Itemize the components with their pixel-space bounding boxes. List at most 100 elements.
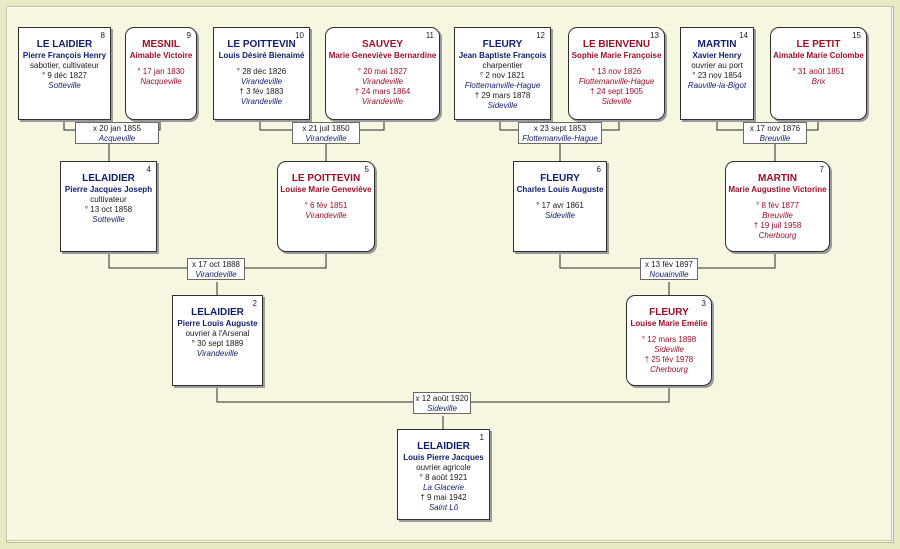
marriage-place: Acqueville — [98, 134, 136, 143]
person-number: 11 — [425, 31, 434, 40]
person-number: 4 — [146, 165, 151, 174]
birth-place: Virandeville — [240, 77, 283, 86]
birth-place: Virandeville — [305, 211, 347, 220]
person-number: 13 — [650, 31, 659, 40]
death-date: † 9 mai 1942 — [420, 493, 467, 502]
marriage-12-13[interactable]: x 23 sept 1853 Flottemanville-Hague — [518, 122, 602, 144]
death-date: † 24 sept 1905 — [590, 87, 643, 96]
marriage-date: x 12 août 1920 — [415, 394, 469, 403]
birth-place: Rauville-la-Bigot — [687, 81, 747, 90]
surname: LELAIDIER — [191, 307, 244, 318]
surname: SAUVEY — [361, 39, 404, 50]
death-place: Virandeville — [240, 97, 283, 106]
given-names: Louis Pierre Jacques — [403, 453, 484, 462]
given-names: Pierre Louis Auguste — [177, 319, 258, 328]
person-15[interactable]: 15 LE PETIT Aimable Marie Colombe ° 31 a… — [770, 27, 867, 120]
person-number: 12 — [536, 31, 545, 40]
marriage-date: x 17 nov 1876 — [749, 124, 801, 133]
birth-place: Brix — [811, 77, 826, 86]
death-place: Sideville — [487, 101, 518, 110]
person-number: 9 — [186, 31, 191, 40]
surname: FLEURY — [649, 307, 689, 318]
surname: MARTIN — [697, 39, 737, 50]
given-names: Louise Marie Geneviève — [280, 185, 372, 194]
person-number: 5 — [364, 165, 369, 174]
given-names: Aimable Victoire — [129, 51, 193, 60]
person-6[interactable]: 6 FLEURY Charles Louis Auguste ° 17 avr … — [513, 161, 607, 252]
marriage-date: x 17 oct 1888 — [191, 260, 241, 269]
person-7[interactable]: 7 MARTIN Marie Augustine Victorine ° 8 f… — [725, 161, 830, 252]
given-names: Pierre François Henry — [22, 51, 107, 60]
birth-place: Sideville — [545, 211, 575, 220]
marriage-14-15[interactable]: x 17 nov 1876 Breuville — [743, 122, 807, 144]
marriage-place: Virandeville — [305, 134, 347, 143]
birth-date: ° 31 août 1851 — [792, 67, 845, 76]
marriage-2-3[interactable]: x 12 août 1920 Sideville — [413, 392, 471, 414]
death-place: Cherbourg — [758, 231, 797, 240]
given-names: Charles Louis Auguste — [516, 185, 604, 194]
birth-place: Flottemanville-Hague — [464, 81, 541, 90]
person-4[interactable]: 4 LELAIDIER Pierre Jacques Joseph cultiv… — [60, 161, 157, 252]
given-names: Pierre Jacques Joseph — [64, 185, 153, 194]
marriage-10-11[interactable]: x 21 juil 1850 Virandeville — [292, 122, 360, 144]
death-date: † 3 fév 1883 — [239, 87, 284, 96]
given-names: Jean Baptiste François — [458, 51, 547, 60]
person-2[interactable]: 2 LELAIDIER Pierre Louis Auguste ouvrier… — [172, 295, 263, 386]
occupation: sabotier, cultivateur — [30, 61, 99, 70]
given-names: Marie Augustine Victorine — [728, 185, 827, 194]
marriage-date: x 21 juil 1850 — [302, 124, 350, 133]
person-1[interactable]: 1 LELAIDIER Louis Pierre Jacques ouvrier… — [397, 429, 490, 520]
death-date: † 25 fév 1978 — [644, 355, 694, 364]
person-3[interactable]: 3 FLEURY Louise Marie Emélie ° 12 mars 1… — [626, 295, 712, 386]
birth-date: ° 8 fév 1877 — [756, 201, 799, 210]
person-8[interactable]: 8 LE LAIDIER Pierre François Henry sabot… — [18, 27, 111, 120]
surname: LELAIDIER — [417, 441, 470, 452]
birth-place: Flottemanville-Hague — [578, 77, 655, 86]
marriage-8-9[interactable]: x 20 jan 1855 Acqueville — [75, 122, 159, 144]
birth-place: Nacqueville — [140, 77, 182, 86]
occupation: charpentier — [482, 61, 523, 70]
birth-place: Sotteville — [92, 215, 125, 224]
birth-date: ° 9 déc 1827 — [41, 71, 87, 80]
birth-date: ° 13 oct 1858 — [84, 205, 133, 214]
death-place: Sideville — [601, 97, 632, 106]
birth-date: ° 23 nov 1854 — [692, 71, 742, 80]
given-names: Louise Marie Emélie — [630, 319, 708, 328]
occupation: ouvrier agricole — [416, 463, 471, 472]
given-names: Aimable Marie Colombe — [773, 51, 864, 60]
surname: LE POITTEVIN — [291, 173, 361, 184]
surname: FLEURY — [540, 173, 580, 184]
death-place: Saint Lô — [428, 503, 459, 512]
marriage-6-7[interactable]: x 13 fév 1897 Nouainville — [640, 258, 698, 280]
surname: MESNIL — [142, 39, 180, 50]
birth-date: ° 28 déc 1826 — [236, 67, 287, 76]
given-names: Sophie Marie Françoise — [571, 51, 662, 60]
birth-date: ° 2 nov 1821 — [479, 71, 525, 80]
birth-place: Sideville — [654, 345, 684, 354]
surname: MARTIN — [758, 173, 797, 184]
death-date: † 29 mars 1878 — [474, 91, 531, 100]
marriage-date: x 20 jan 1855 — [92, 124, 142, 133]
person-number: 15 — [852, 31, 861, 40]
person-13[interactable]: 13 LE BIENVENU Sophie Marie Françoise ° … — [568, 27, 665, 120]
surname: LE LAIDIER — [36, 39, 93, 50]
birth-date: ° 8 août 1921 — [419, 473, 468, 482]
person-11[interactable]: 11 SAUVEY Marie Geneviève Bernardine ° 2… — [325, 27, 440, 120]
birth-place: La Glacerie — [423, 483, 464, 492]
surname: LELAIDIER — [82, 173, 135, 184]
birth-place: Breuville — [762, 211, 793, 220]
marriage-4-5[interactable]: x 17 oct 1888 Virandeville — [187, 258, 245, 280]
person-14[interactable]: 14 MARTIN Xavier Henry ouvrier au port °… — [680, 27, 754, 120]
person-number: 10 — [295, 31, 304, 40]
birth-place: Virandeville — [196, 349, 239, 358]
person-10[interactable]: 10 LE POITTEVIN Louis Désiré Bienaimé ° … — [213, 27, 310, 120]
birth-date: ° 20 mai 1827 — [357, 67, 408, 76]
marriage-date: x 23 sept 1853 — [533, 124, 587, 133]
occupation: cultivateur — [90, 195, 127, 204]
birth-date: ° 12 mars 1898 — [641, 335, 697, 344]
person-number: 2 — [252, 299, 257, 308]
person-5[interactable]: 5 LE POITTEVIN Louise Marie Geneviève ° … — [277, 161, 375, 252]
given-names: Marie Geneviève Bernardine — [328, 51, 437, 60]
person-12[interactable]: 12 FLEURY Jean Baptiste François charpen… — [454, 27, 551, 120]
person-9[interactable]: 9 MESNIL Aimable Victoire ° 17 jan 1830 … — [125, 27, 197, 120]
